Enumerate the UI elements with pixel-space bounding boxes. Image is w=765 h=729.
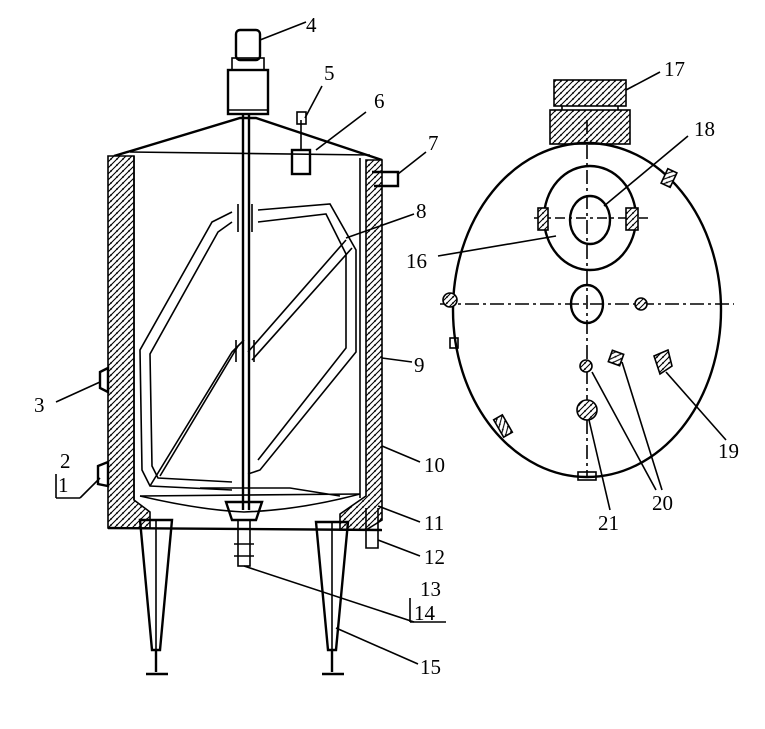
agitator-ribbon: [139, 203, 357, 497]
label-7: 7: [428, 131, 439, 155]
label-14: 14: [414, 601, 436, 625]
lid-outline: [451, 141, 723, 479]
inlet-pipe: [372, 170, 400, 188]
label-5: 5: [324, 61, 335, 85]
bottom-outlet: [224, 500, 264, 522]
bottom-tab: [577, 471, 597, 481]
label-13: 13: [420, 577, 441, 601]
leader-lines-right: [437, 71, 727, 511]
label-21: 21: [598, 511, 619, 535]
side-fitting-lower: [96, 460, 110, 488]
top-motor-box: [549, 79, 631, 145]
flange-bolt-right: [625, 207, 639, 231]
label-6: 6: [374, 89, 385, 113]
leader-lines-left: [55, 21, 446, 665]
label-15: 15: [420, 655, 441, 679]
port-bottom-left: [492, 413, 514, 439]
port-top-right: [660, 167, 678, 189]
roof-nozzle: [290, 111, 312, 176]
label-2: 2: [60, 449, 71, 473]
label-17: 17: [664, 57, 685, 81]
label-10: 10: [424, 453, 445, 477]
side-fitting-upper: [98, 366, 110, 394]
callout-labels: 1 2 3 4 5 6 7 8 9 10 11 12 13 14 15 16 1…: [34, 13, 739, 679]
nozzle-21: [576, 399, 598, 421]
flange-bolt-left: [537, 207, 549, 231]
label-8: 8: [416, 199, 427, 223]
label-11: 11: [424, 511, 444, 535]
port-right: [634, 297, 648, 311]
label-18: 18: [694, 117, 715, 141]
label-4: 4: [306, 13, 317, 37]
nozzle-20a: [579, 359, 593, 373]
port-left: [442, 292, 458, 308]
label-9: 9: [414, 353, 425, 377]
fitting-19: [653, 348, 673, 376]
port-small-left: [449, 337, 459, 349]
nozzle-20b: [607, 349, 625, 367]
tank-top-view: [437, 71, 734, 511]
label-3: 3: [34, 393, 45, 417]
label-20: 20: [652, 491, 673, 515]
label-16: 16: [406, 249, 427, 273]
label-12: 12: [424, 545, 445, 569]
support-legs: [138, 518, 350, 676]
drain-pipe: [365, 508, 379, 549]
manhole-opening: [568, 194, 612, 246]
label-19: 19: [718, 439, 739, 463]
center-port: [569, 283, 605, 325]
agitator-shaft: [241, 114, 251, 510]
tank-elevation: [55, 21, 446, 676]
label-1: 1: [58, 473, 69, 497]
motor-drive: [226, 28, 270, 116]
